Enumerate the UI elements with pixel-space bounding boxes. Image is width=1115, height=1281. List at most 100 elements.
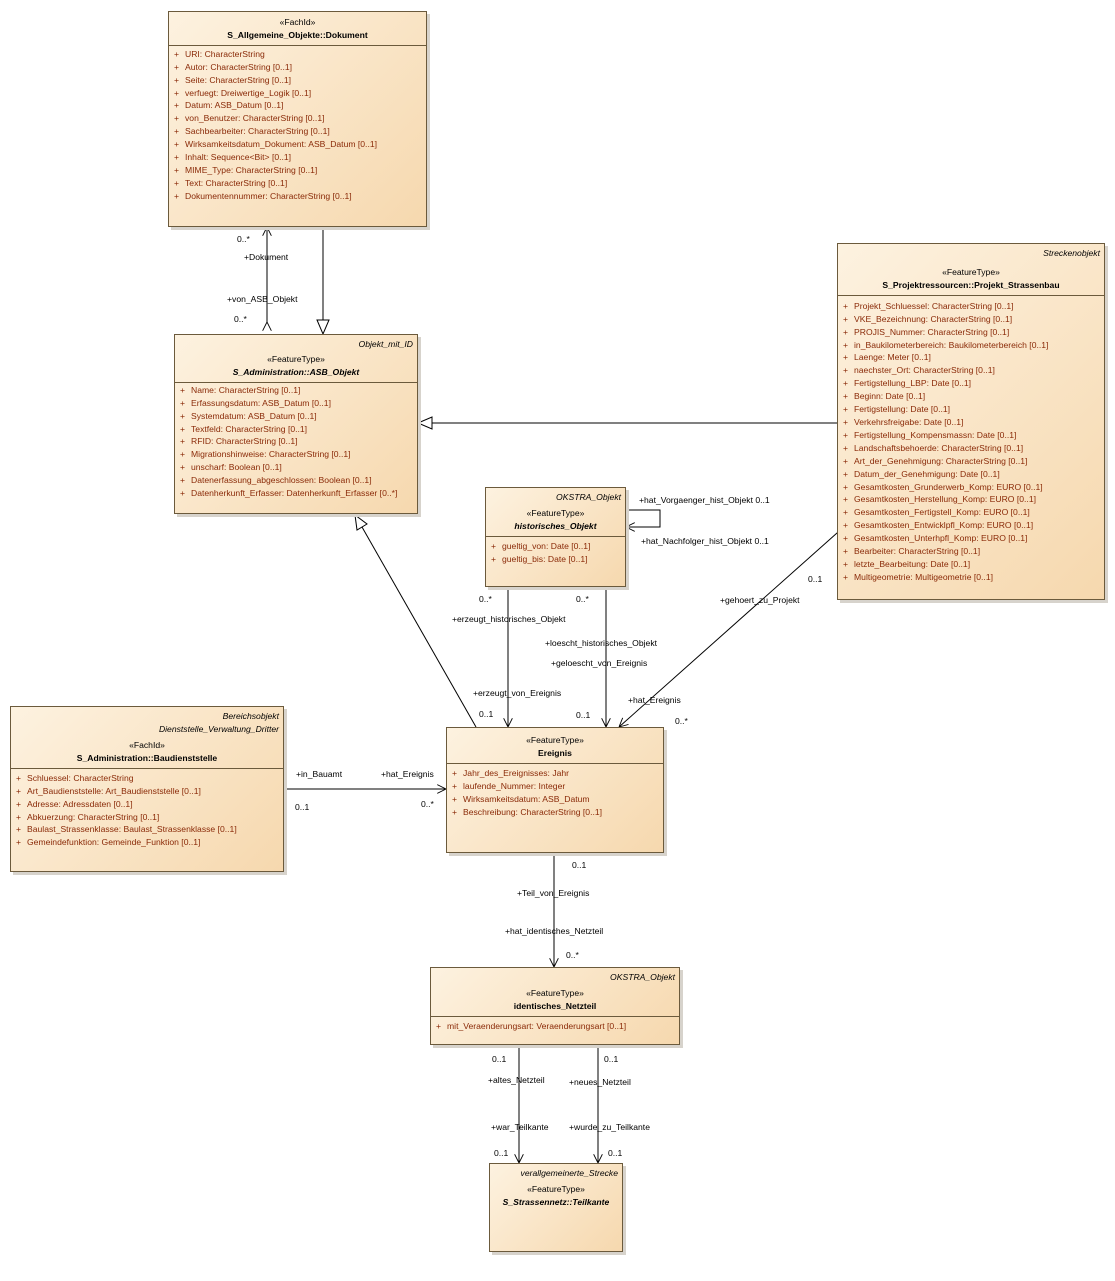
multiplicity-label: 0..1	[608, 1148, 623, 1158]
parent-class-label: OKSTRA_Objekt	[556, 492, 621, 502]
attribute: Name: CharacterString [0..1]	[175, 384, 417, 397]
attribute: Migrationshinweise: CharacterString [0..…	[175, 448, 417, 461]
multiplicity-label: 0..*	[576, 594, 589, 604]
attribute: Inhalt: Sequence<Bit> [0..1]	[169, 151, 426, 164]
gen-ereignis-head	[354, 513, 368, 531]
attribute: Art_Baudienststelle: Art_Baudienststelle…	[11, 785, 283, 798]
attribute: in_Baukilometerbereich: Baukilometerbere…	[838, 339, 1104, 352]
stereotype-label: «FachId»	[129, 740, 165, 750]
class-projekt-strassenbau[interactable]: Streckenobjekt «FeatureType» S_Projektre…	[837, 243, 1105, 600]
role-label: +erzeugt_historisches_Objekt	[452, 614, 566, 624]
class-dokument[interactable]: «FachId» S_Allgemeine_Objekte::Dokument …	[168, 11, 427, 227]
attribute: MIME_Type: CharacterString [0..1]	[169, 164, 426, 177]
attribute: Wirksamkeitsdatum_Dokument: ASB_Datum [0…	[169, 138, 426, 151]
attribute: Schluessel: CharacterString	[11, 772, 283, 785]
role-label: +Teil_von_Ereignis	[517, 888, 590, 898]
role-label: +wurde_zu_Teilkante	[569, 1122, 650, 1132]
attribute: Fertigstellung_LBP: Date [0..1]	[838, 377, 1104, 390]
parent-class-label: verallgemeinerte_Strecke	[520, 1168, 618, 1178]
stereotype-label: «FeatureType»	[526, 508, 585, 518]
hist-self-assoc	[626, 510, 661, 527]
role-label: +gehoert_zu_Projekt	[720, 595, 800, 605]
attribute-compartment: URI: CharacterString Autor: CharacterStr…	[169, 44, 426, 203]
gen-dokument-head	[316, 319, 330, 336]
class-header: «FeatureType» Ereignis	[447, 728, 663, 763]
attribute: Text: CharacterString [0..1]	[169, 177, 426, 190]
attribute: RFID: CharacterString [0..1]	[175, 435, 417, 448]
class-teilkante[interactable]: verallgemeinerte_Strecke «FeatureType» S…	[489, 1163, 623, 1252]
attribute: Gesamtkosten_Herstellung_Komp: EURO [0..…	[838, 493, 1104, 506]
attribute: Fertigstellung: Date [0..1]	[838, 403, 1104, 416]
attribute: letzte_Bearbeitung: Date [0..1]	[838, 558, 1104, 571]
attribute: Gemeindefunktion: Gemeinde_Funktion [0..…	[11, 836, 283, 849]
attribute: Datum_der_Genehmigung: Date [0..1]	[838, 468, 1104, 481]
multiplicity-label: 0..1	[494, 1148, 509, 1158]
attribute: verfuegt: Dreiwertige_Logik [0..1]	[169, 87, 426, 100]
stereotype-label: «FeatureType»	[942, 267, 1000, 277]
class-ereignis[interactable]: «FeatureType» Ereignis Jahr_des_Ereignis…	[446, 727, 664, 853]
attribute: mit_Veraenderungsart: Veraenderungsart […	[431, 1020, 679, 1033]
stereotype-label: «FeatureType»	[526, 735, 584, 745]
multiplicity-label: 0..1	[604, 1054, 619, 1064]
multiplicity-label: 0..*	[675, 716, 688, 726]
attribute: Landschaftsbehoerde: CharacterString [0.…	[838, 442, 1104, 455]
class-header: Objekt_mit_ID «FeatureType» S_Administra…	[175, 335, 417, 382]
attribute: Gesamtkosten_Fertigstell_Komp: EURO [0..…	[838, 506, 1104, 519]
role-label: +Dokument	[244, 252, 289, 262]
stereotype-label: «FeatureType»	[527, 1184, 585, 1194]
attribute-compartment: Jahr_des_Ereignisses: Jahr laufende_Numm…	[447, 762, 663, 819]
multiplicity-label: 0..1	[576, 710, 591, 720]
class-header: «FachId» S_Allgemeine_Objekte::Dokument	[169, 12, 426, 45]
attribute: unscharf: Boolean [0..1]	[175, 461, 417, 474]
role-label: +hat_Vorgaenger_hist_Objekt 0..1	[639, 495, 770, 505]
role-label: +neues_Netzteil	[569, 1077, 631, 1087]
attribute: Gesamtkosten_Unterhpfl_Komp: EURO [0..1]	[838, 532, 1104, 545]
attribute: Wirksamkeitsdatum: ASB_Datum	[447, 793, 663, 806]
attribute-compartment: mit_Veraenderungsart: Veraenderungsart […	[431, 1015, 679, 1033]
attribute: von_Benutzer: CharacterString [0..1]	[169, 112, 426, 125]
class-name: Ereignis	[538, 747, 572, 758]
class-baudienststelle[interactable]: Bereichsobjekt Dienststelle_Verwaltung_D…	[10, 706, 284, 872]
attribute: Beschreibung: CharacterString [0..1]	[447, 806, 663, 819]
parent-class-label: Streckenobjekt	[1043, 248, 1100, 258]
attribute: Bearbeiter: CharacterString [0..1]	[838, 545, 1104, 558]
role-label: +hat_identisches_Netzteil	[505, 926, 604, 936]
attribute-compartment: Schluessel: CharacterString Art_Baudiens…	[11, 767, 283, 849]
attribute: gueltig_bis: Date [0..1]	[486, 553, 625, 566]
attribute: Beginn: Date [0..1]	[838, 390, 1104, 403]
attribute: Datenherkunft_Erfasser: Datenherkunft_Er…	[175, 487, 417, 500]
attribute: URI: CharacterString	[169, 48, 426, 61]
class-asb-objekt[interactable]: Objekt_mit_ID «FeatureType» S_Administra…	[174, 334, 418, 514]
gen-projekt-head	[416, 416, 433, 430]
attribute: gueltig_von: Date [0..1]	[486, 540, 625, 553]
class-historisches-objekt[interactable]: OKSTRA_Objekt «FeatureType» historisches…	[485, 487, 626, 587]
class-name: historisches_Objekt	[514, 520, 597, 531]
attribute: Verkehrsfreigabe: Date [0..1]	[838, 416, 1104, 429]
role-label: +hat_Ereignis	[628, 695, 681, 705]
attribute: PROJIS_Nummer: CharacterString [0..1]	[838, 326, 1104, 339]
attribute: Gesamtkosten_Grunderwerb_Komp: EURO [0..…	[838, 481, 1104, 494]
attribute: Art_der_Genehmigung: CharacterString [0.…	[838, 455, 1104, 468]
attribute: naechster_Ort: CharacterString [0..1]	[838, 364, 1104, 377]
class-identisches-netzteil[interactable]: OKSTRA_Objekt «FeatureType» identisches_…	[430, 967, 680, 1045]
parent-class-label: OKSTRA_Objekt	[610, 972, 675, 982]
parent-class-label: Dienststelle_Verwaltung_Dritter	[158, 724, 279, 734]
role-label: +war_Teilkante	[491, 1122, 549, 1132]
multiplicity-label: 0..1	[572, 860, 587, 870]
class-name: S_Allgemeine_Objekte::Dokument	[227, 29, 368, 40]
multiplicity-label: 0..*	[237, 234, 250, 244]
class-name: S_Administration::ASB_Objekt	[232, 366, 360, 377]
attribute: Abkuerzung: CharacterString [0..1]	[11, 811, 283, 824]
parent-class-label: Objekt_mit_ID	[358, 339, 413, 349]
attribute-compartment: Name: CharacterString [0..1] Erfassungsd…	[175, 381, 417, 500]
attribute: Adresse: Adressdaten [0..1]	[11, 798, 283, 811]
class-header: OKSTRA_Objekt «FeatureType» historisches…	[486, 488, 625, 536]
attribute: laufende_Nummer: Integer	[447, 780, 663, 793]
class-header: Bereichsobjekt Dienststelle_Verwaltung_D…	[11, 707, 283, 768]
attribute-compartment: gueltig_von: Date [0..1] gueltig_bis: Da…	[486, 535, 625, 566]
attribute: Laenge: Meter [0..1]	[838, 351, 1104, 364]
multiplicity-label: 0..*	[234, 314, 247, 324]
stereotype-label: «FachId»	[279, 17, 316, 27]
attribute: VKE_Bezeichnung: CharacterString [0..1]	[838, 313, 1104, 326]
